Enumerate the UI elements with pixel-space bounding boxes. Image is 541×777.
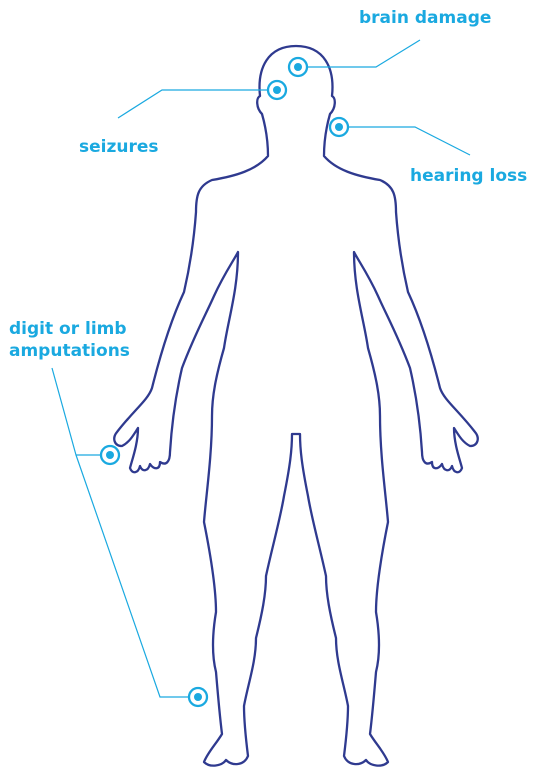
label-seizures: seizures [79, 136, 159, 158]
leader-line-digit-lower [76, 455, 198, 697]
leader-line-hearing [339, 127, 470, 155]
target-marker-hearing [330, 118, 348, 136]
label-digit-line1: digit or limb [9, 318, 149, 340]
leader-line-brain [298, 40, 420, 67]
target-marker-hand [101, 446, 119, 464]
target-marker-brain [289, 58, 307, 76]
label-hearing-loss: hearing loss [410, 165, 527, 187]
label-digit-line2: amputations [9, 340, 149, 362]
body-outline [114, 46, 477, 766]
target-marker-foot [189, 688, 207, 706]
leader-line-seizures [118, 90, 277, 118]
label-brain-damage: brain damage [359, 7, 491, 29]
leader-line-digit [52, 368, 110, 455]
label-digit-amputations: digit or limb amputations [9, 318, 149, 362]
target-marker-seizures [268, 81, 286, 99]
